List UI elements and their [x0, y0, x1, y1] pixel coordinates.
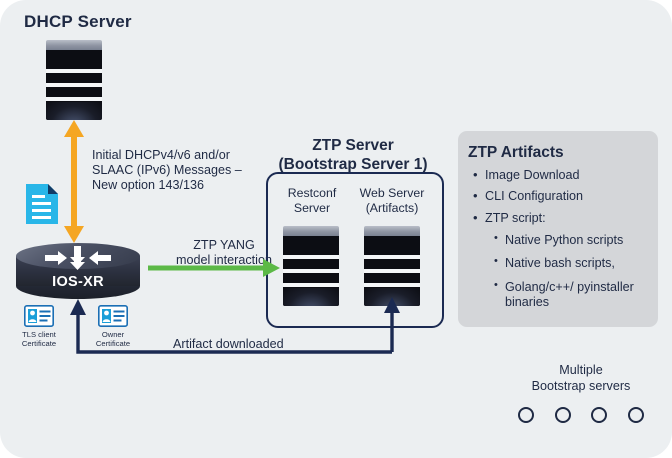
restconf-line2: Server [293, 200, 331, 215]
bootstrap-server-circles [518, 404, 644, 426]
tls-client-certificate-caption: TLS client Certificate [8, 330, 70, 349]
restconf-server-rack [283, 226, 339, 306]
dhcp-message-document-icon [24, 182, 60, 231]
webserver-line2: (Artifacts) [365, 200, 419, 215]
restconf-server-label: Restconf Server [270, 186, 354, 216]
router-label: IOS-XR [52, 274, 104, 290]
bootstrap-server-circle [554, 407, 571, 423]
rack-top [46, 40, 102, 51]
rack-body [283, 235, 339, 306]
owner-cert-line1: Owner [101, 330, 125, 339]
router-arrows-icon [45, 246, 111, 270]
rack-top [283, 226, 339, 237]
ztp-yang-label: ZTP YANG model interaction [160, 238, 288, 268]
rack-top [364, 226, 420, 237]
dhcp-server-rack [46, 40, 102, 120]
multiple-bootstrap-servers-label: Multiple Bootstrap servers [516, 362, 646, 395]
rack-body [46, 49, 102, 120]
multiple-line2: Bootstrap servers [531, 379, 631, 394]
restconf-line1: Restconf [287, 186, 337, 200]
artifact-subitem: Golang/c++/ pyinstaller binaries [494, 279, 656, 311]
owner-cert-line2: Certificate [95, 339, 131, 349]
owner-certificate-caption: Owner Certificate [82, 330, 144, 349]
ztp-yang-line2: model interaction [176, 252, 272, 267]
webserver-line1: Web Server [359, 186, 425, 200]
dhcp-server-title: DHCP Server [24, 12, 132, 31]
ztp-yang-line1: ZTP YANG [193, 238, 255, 252]
tls-client-certificate-icon [24, 305, 54, 332]
ios-xr-router: IOS-XR [16, 243, 140, 299]
dhcp-message-label: Initial DHCPv4/v6 and/or SLAAC (IPv6) Me… [92, 148, 242, 192]
owner-certificate-icon [98, 305, 128, 332]
artifact-item: ZTP script: Native Python scripts Native… [473, 210, 656, 311]
artifact-item-label: ZTP script: [485, 210, 546, 225]
artifact-item: Image Download [473, 167, 656, 183]
artifact-downloaded-label: Artifact downloaded [173, 337, 284, 351]
bootstrap-server-circle [627, 407, 644, 423]
artifact-subitem: Native bash scripts, [494, 255, 656, 271]
bootstrap-server-circle [591, 407, 608, 423]
tls-cert-line1: TLS client [22, 330, 56, 339]
web-server-label: Web Server (Artifacts) [350, 186, 434, 216]
ztp-server-title-line2: (Bootstrap Server 1) [278, 156, 428, 174]
multiple-line1: Multiple [559, 363, 603, 377]
artifact-item: CLI Configuration [473, 188, 656, 204]
artifact-subitem: Native Python scripts [494, 232, 656, 248]
ztp-artifacts-list: Image Download CLI Configuration ZTP scr… [470, 167, 656, 319]
ztp-server-title-line1: ZTP Server [312, 137, 394, 154]
ztp-server-title: ZTP Server (Bootstrap Server 1) [258, 136, 448, 175]
ztp-artifacts-title: ZTP Artifacts [468, 144, 564, 161]
ztp-script-sublist: Native Python scripts Native bash script… [485, 232, 656, 311]
bootstrap-server-circle [518, 407, 534, 423]
rack-body [364, 235, 420, 306]
tls-cert-line2: Certificate [21, 339, 57, 349]
web-server-rack [364, 226, 420, 306]
